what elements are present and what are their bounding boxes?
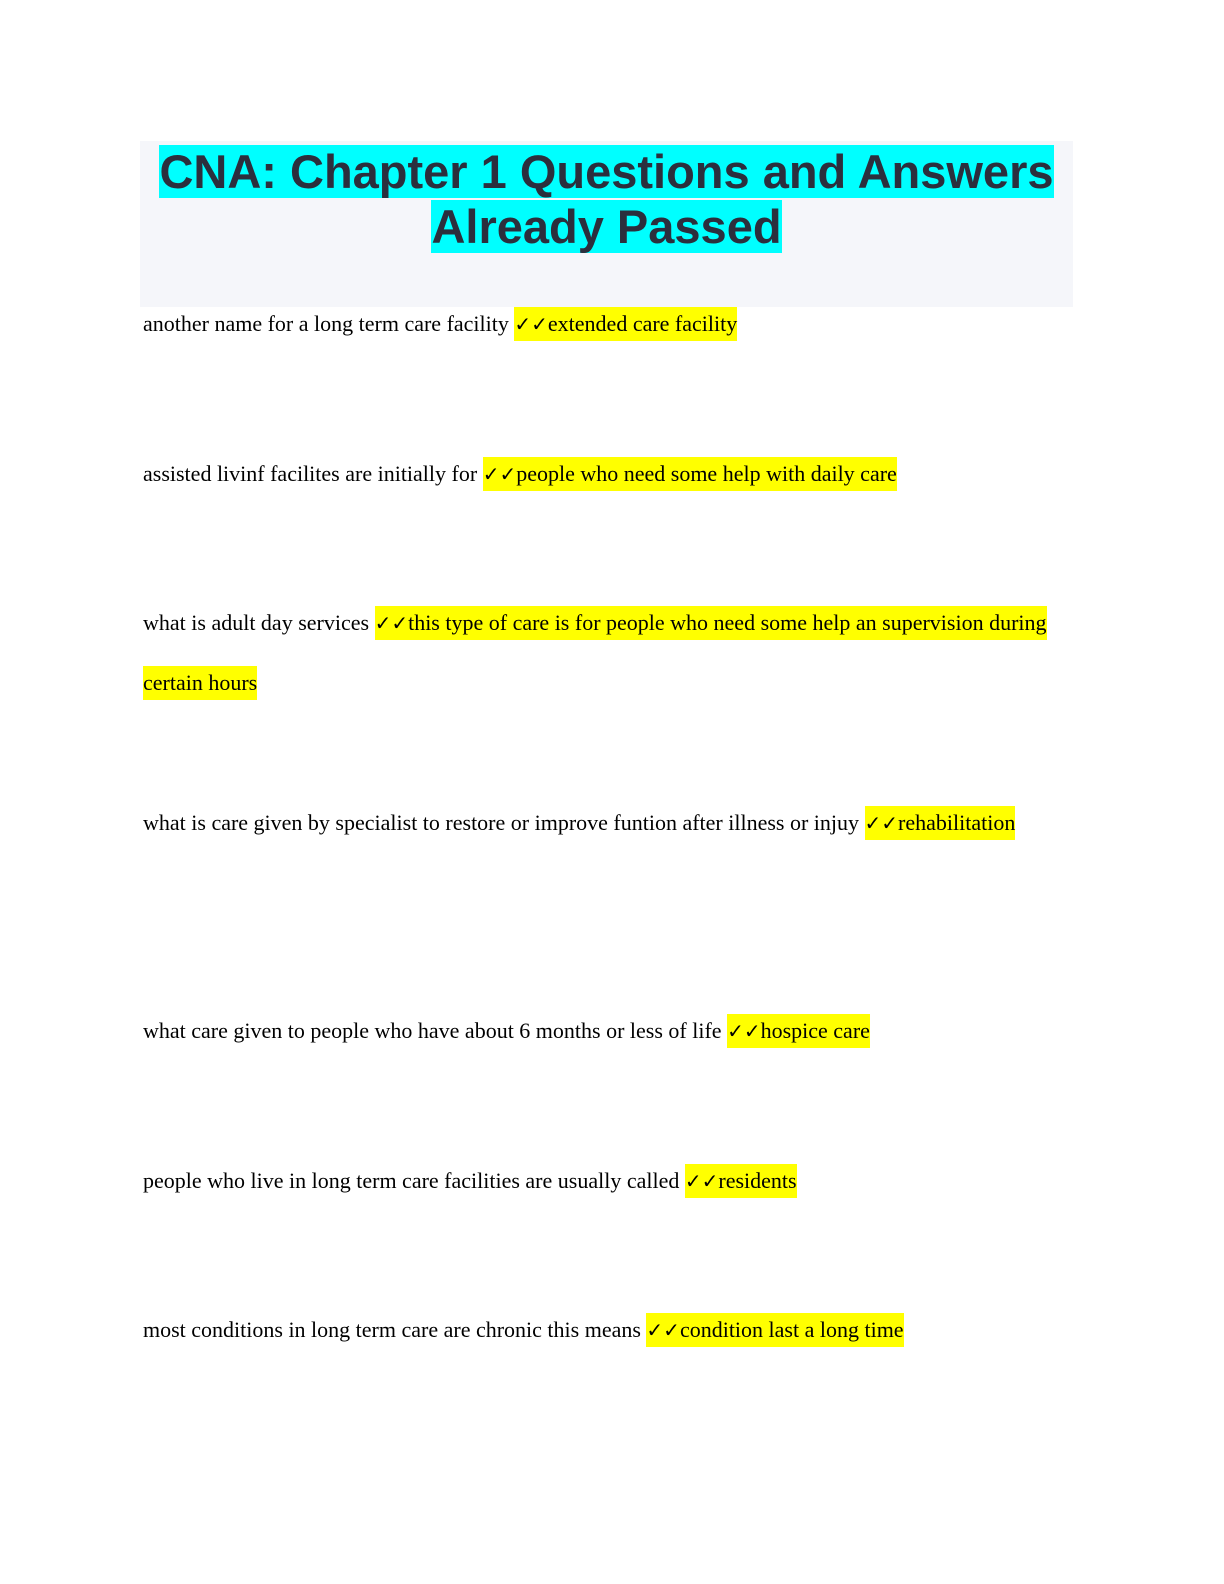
answer-highlight: ✓✓residents	[684, 1164, 797, 1198]
title-block: CNA: Chapter 1 Questions and Answers Alr…	[140, 141, 1073, 307]
double-check-icon: ✓✓	[482, 462, 517, 486]
qa-item-4: what is care given by specialist to rest…	[143, 793, 1073, 853]
answer-text: condition last a long time	[679, 1317, 904, 1342]
question-text: what care given to people who have about…	[143, 1018, 722, 1043]
answer-highlight: ✓✓people who need some help with daily c…	[482, 457, 897, 491]
double-check-icon: ✓✓	[374, 611, 409, 635]
question-text: assisted livinf facilites are initially …	[143, 461, 478, 486]
answer-highlight: ✓✓rehabilitation	[864, 806, 1016, 840]
double-check-icon: ✓✓	[514, 312, 548, 336]
double-check-icon: ✓✓	[646, 1318, 680, 1342]
question-text: another name for a long term care facili…	[143, 311, 509, 336]
double-check-icon: ✓✓	[684, 1169, 719, 1193]
qa-item-7: most conditions in long term care are ch…	[143, 1300, 1073, 1360]
qa-item-2: assisted livinf facilites are initially …	[143, 444, 1073, 504]
document-title-text: CNA: Chapter 1 Questions and Answers Alr…	[159, 145, 1054, 253]
qa-item-1: another name for a long term care facili…	[143, 294, 1073, 354]
answer-highlight: ✓✓extended care facility	[514, 307, 738, 341]
answer-text: rehabilitation	[898, 810, 1016, 835]
question-text: what is adult day services	[143, 610, 370, 635]
qa-item-6: people who live in long term care facili…	[143, 1151, 1073, 1211]
answer-highlight: ✓✓condition last a long time	[646, 1313, 904, 1347]
double-check-icon: ✓✓	[864, 811, 899, 835]
answer-text: people who need some help with daily car…	[516, 461, 897, 486]
answer-highlight: ✓✓hospice care	[727, 1014, 870, 1048]
answer-text: hospice care	[760, 1018, 870, 1043]
question-text: what is care given by specialist to rest…	[143, 810, 860, 835]
double-check-icon: ✓✓	[727, 1019, 761, 1043]
qa-item-3: what is adult day services ✓✓this type o…	[143, 593, 1073, 712]
question-text: people who live in long term care facili…	[143, 1168, 680, 1193]
question-text: most conditions in long term care are ch…	[143, 1317, 641, 1342]
answer-text: residents	[718, 1168, 797, 1193]
document-title: CNA: Chapter 1 Questions and Answers Alr…	[140, 141, 1073, 254]
answer-text: extended care facility	[547, 311, 738, 336]
answer-text: this type of care is for people who need…	[143, 610, 1047, 695]
qa-item-5: what care given to people who have about…	[143, 1001, 1073, 1061]
